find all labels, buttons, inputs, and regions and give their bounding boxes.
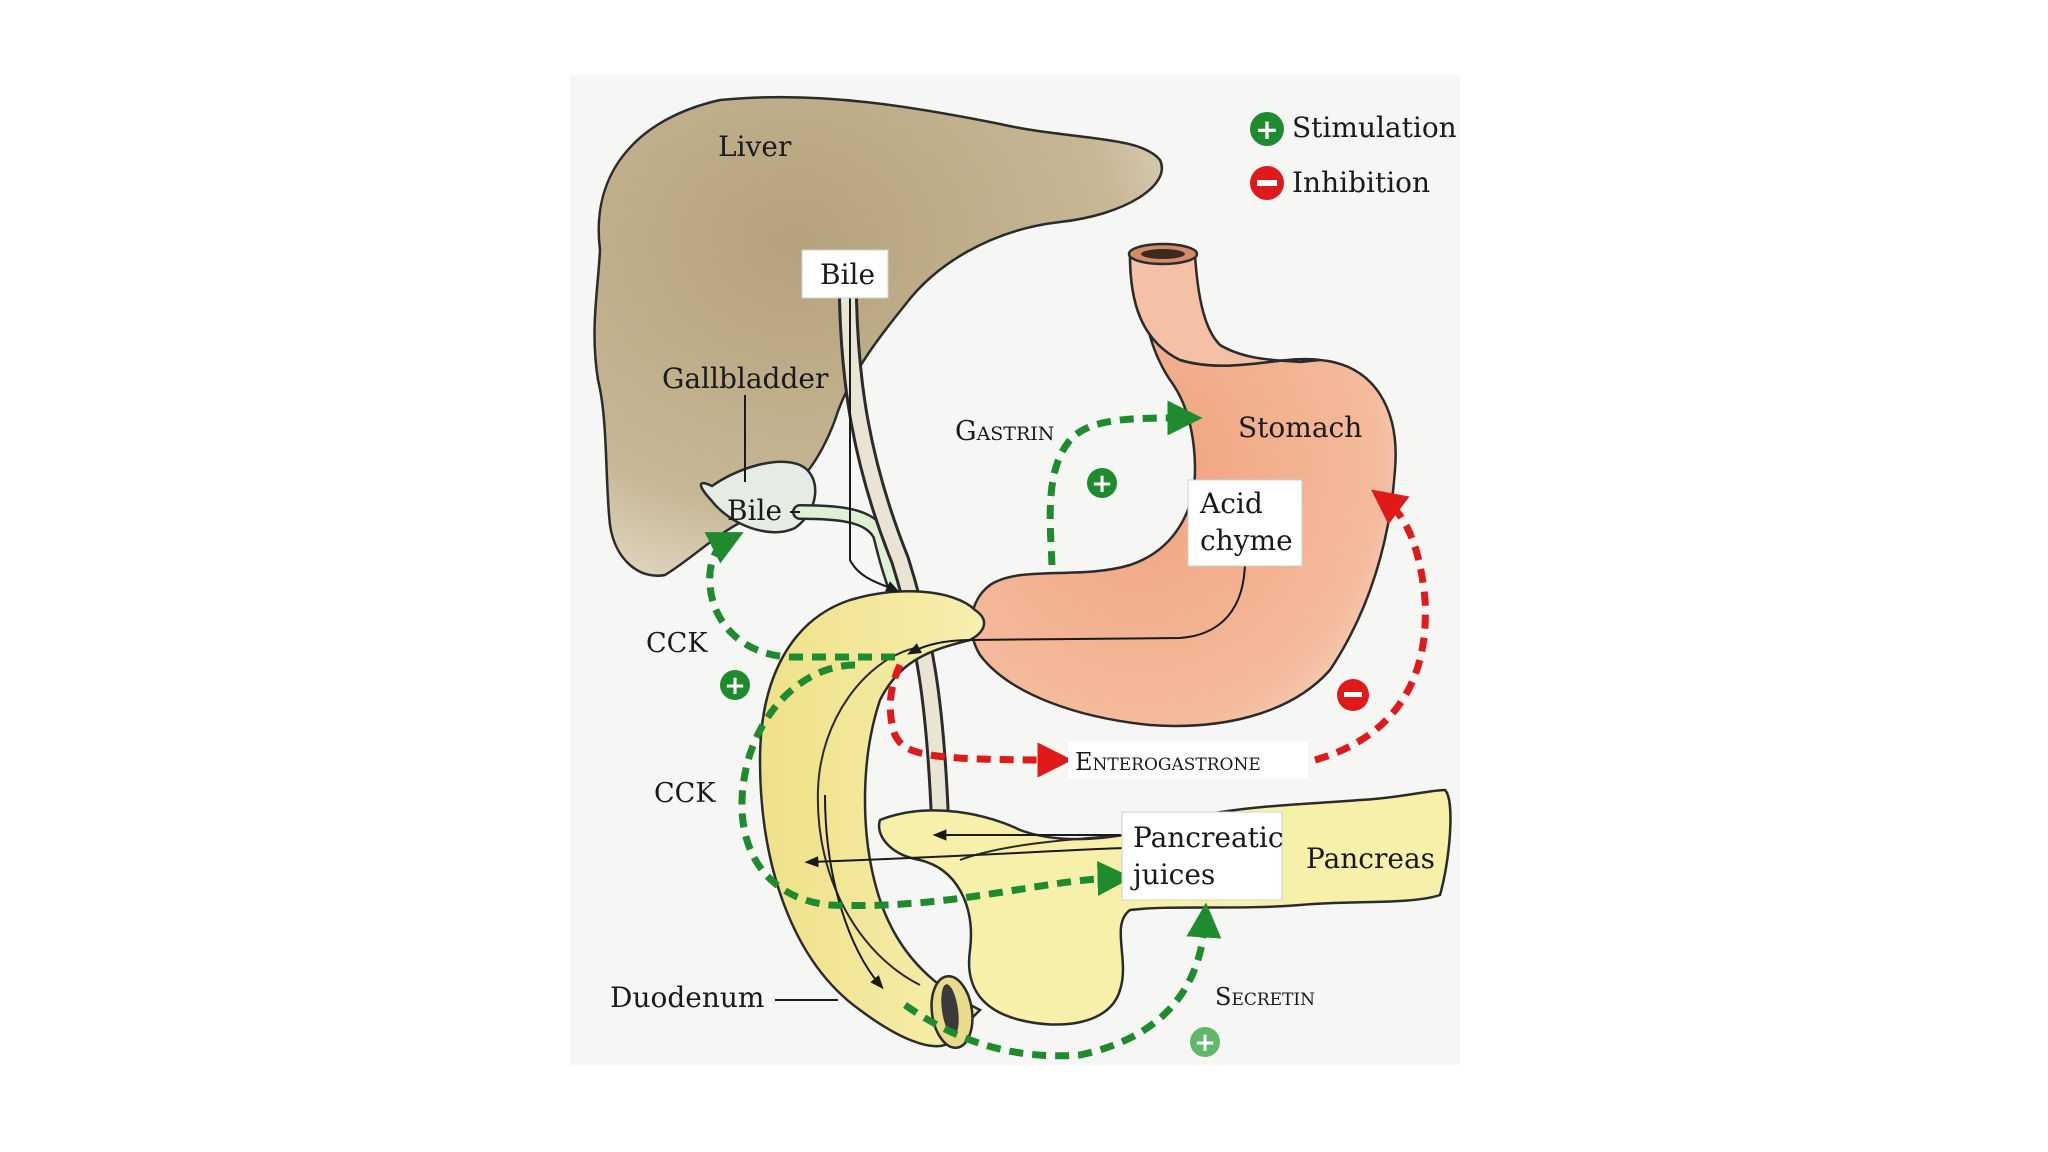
pancreatic-juices-label-box (1121, 811, 1283, 901)
svg-text:+: + (1194, 1028, 1216, 1058)
secretin-label: Secretin (1215, 983, 1315, 1011)
bile-gallbladder-label: Bile (727, 494, 782, 527)
bile-duct-label: Bile (820, 258, 875, 291)
juices-to-duodenum-arrow (804, 847, 1126, 868)
cck-lower-label: CCK (654, 778, 716, 809)
pancreas-label: Pancreas (1306, 842, 1435, 875)
duodenum (758, 590, 986, 1048)
chyme-flow-arrow (907, 559, 1246, 655)
bile-flow-arrow (849, 280, 901, 593)
stomach-label: Stomach (1238, 411, 1362, 444)
inhibition-paths (886, 489, 1429, 778)
enterogastrone-label-bg (1068, 742, 1308, 778)
svg-text:+: + (1255, 113, 1278, 146)
acid-chyme-label-line1: Acid (1199, 487, 1263, 520)
cck-upper-label: CCK (646, 628, 708, 659)
svg-text:+: + (1091, 469, 1113, 499)
pancreatic-juices-label-line1: Pancreatic (1133, 821, 1284, 854)
duodenum-label: Duodenum (610, 981, 764, 1014)
cck-plus-badge: + (720, 670, 750, 701)
acid-chyme-label-line2: chyme (1200, 524, 1293, 557)
enterogastrone-out-path (886, 663, 1073, 778)
legend: + Stimulation Inhibition (1250, 111, 1457, 200)
stimulation-paths (704, 400, 1222, 1060)
cck-pancreas-path (738, 661, 1133, 910)
enterogastrone-to-stomach-path (1314, 489, 1429, 764)
legend-inhibition-label: Inhibition (1292, 166, 1430, 199)
secretin-plus-badge: + (1190, 1027, 1220, 1058)
legend-inhibition-icon (1250, 166, 1284, 200)
pancreatic-juices-label-line2: juices (1130, 858, 1215, 891)
esophagus (1128, 253, 1321, 367)
liver-label: Liver (718, 130, 792, 163)
enterogastrone-minus-badge (1337, 679, 1369, 711)
svg-text:+: + (724, 671, 746, 701)
secretin-path (902, 902, 1222, 1060)
gallbladder (699, 460, 817, 534)
legend-stimulation-label: Stimulation (1292, 111, 1457, 144)
liver (593, 95, 1163, 578)
enterogastrone-label: Enterogastrone (1075, 748, 1261, 776)
acid-chyme-label-box (1187, 479, 1303, 567)
bile-duct-label-box (801, 249, 889, 299)
gastrin-plus-badge: + (1087, 468, 1117, 499)
cck-gallbladder-path (704, 532, 895, 661)
legend-stimulation-icon: + (1250, 112, 1284, 146)
gallbladder-label: Gallbladder (662, 362, 829, 395)
gastrin-label: Gastrin (955, 416, 1054, 447)
